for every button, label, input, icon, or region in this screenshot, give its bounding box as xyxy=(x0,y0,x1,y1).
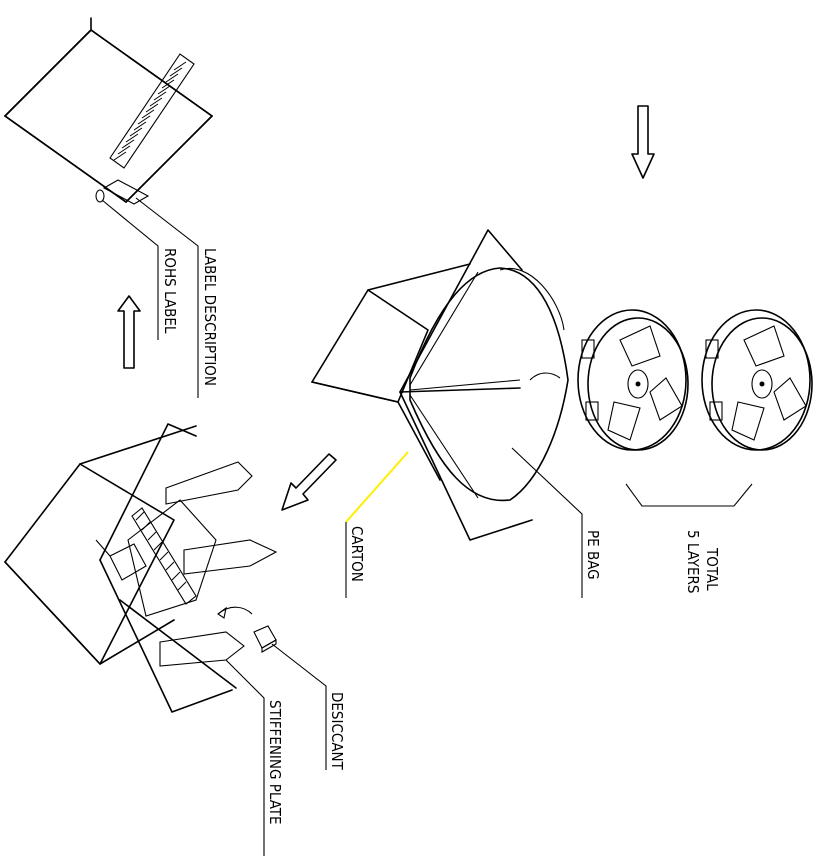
desiccant-pack xyxy=(253,625,277,653)
label-description-text: LABEL DESCRIPTION xyxy=(201,248,219,386)
five-layers-text: 5 LAYERS xyxy=(684,530,702,594)
label-leaders-top xyxy=(101,197,199,398)
pe-bag-text: PE BAG xyxy=(584,530,602,580)
open-carton xyxy=(4,423,278,713)
carton-text: CARTON xyxy=(348,526,366,582)
stiffening-plate-text: STIFFENING PLATE xyxy=(266,700,284,825)
rohs-label-text: ROHS LABEL xyxy=(161,248,179,334)
carton-leader xyxy=(345,451,409,523)
desiccant-text: DESICCANT xyxy=(328,692,346,771)
reel-2 xyxy=(701,309,813,451)
carton-with-bag xyxy=(311,229,569,541)
layers-bracket xyxy=(625,483,753,507)
arrow-down-icon xyxy=(631,105,655,179)
closed-carton xyxy=(4,17,213,205)
arrow-diagonal-icon xyxy=(281,453,337,511)
arrow-up-icon xyxy=(117,295,141,369)
reel-1 xyxy=(577,309,689,451)
total-text: TOTAL xyxy=(703,547,721,591)
